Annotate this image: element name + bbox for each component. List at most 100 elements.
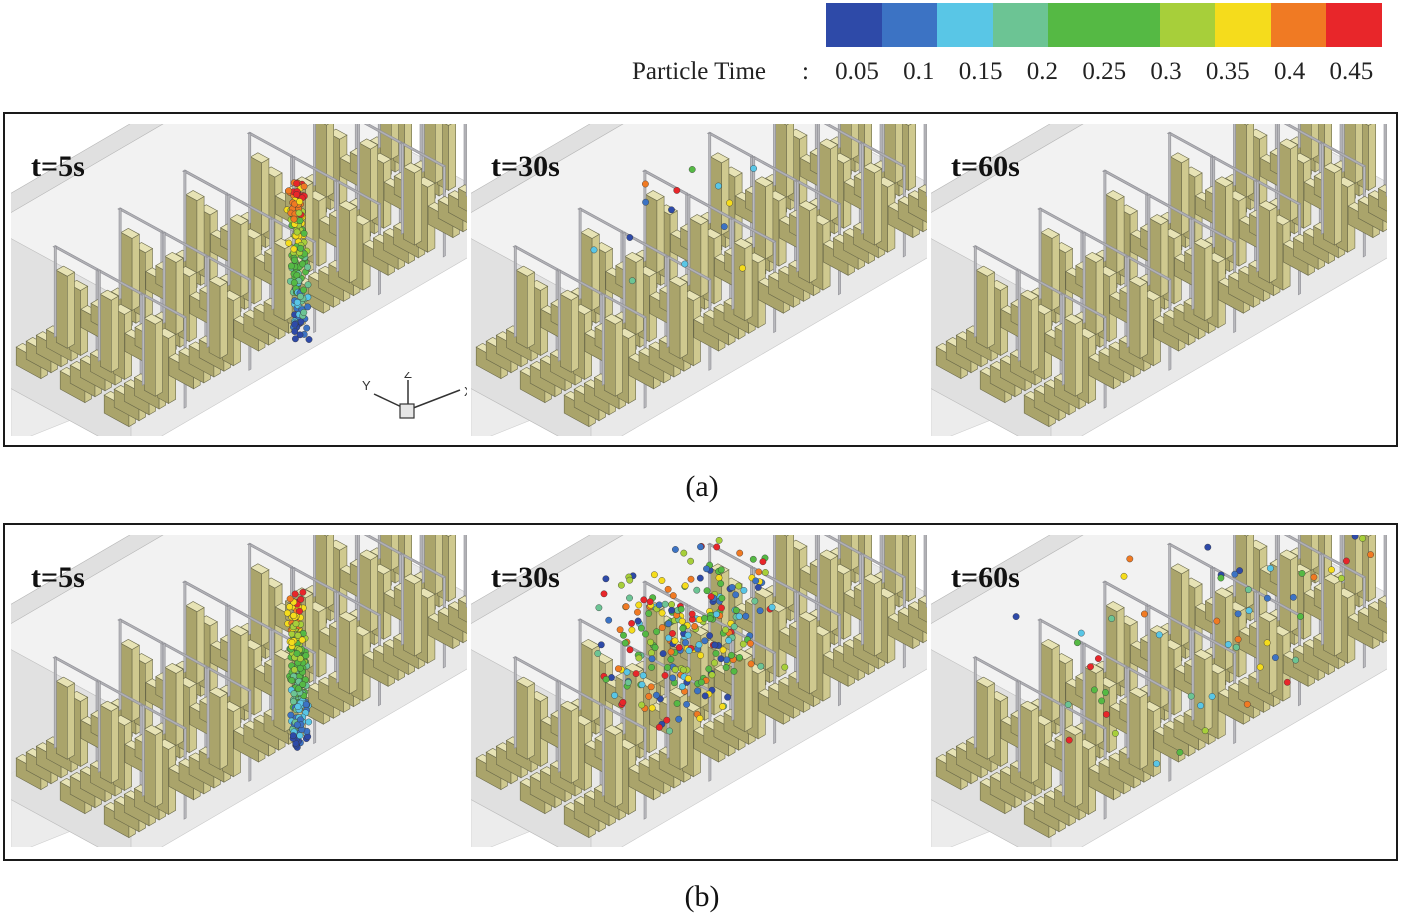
particle (1256, 663, 1264, 671)
particle (726, 199, 733, 207)
particle (1094, 655, 1102, 663)
particle (742, 612, 750, 620)
particle (304, 303, 312, 311)
colorbar-segment (826, 3, 882, 47)
particle (642, 198, 650, 206)
particle (701, 692, 709, 700)
particle (1201, 727, 1209, 735)
particle (296, 198, 303, 206)
particle (1263, 594, 1271, 602)
particle (1090, 686, 1098, 694)
particle (757, 662, 765, 670)
particle (291, 328, 299, 335)
particle (728, 584, 736, 591)
particle (1197, 702, 1204, 710)
particle (286, 603, 293, 611)
particle (293, 228, 301, 236)
particle (680, 549, 688, 557)
particle (293, 298, 301, 306)
colorbar-segment (1159, 3, 1216, 47)
particle (665, 620, 672, 628)
particle (736, 549, 744, 557)
particle (298, 636, 306, 644)
colorbar-tick-label: 0.3 (1150, 58, 1182, 85)
particle (1120, 572, 1128, 580)
particle (304, 263, 311, 271)
particle (718, 594, 726, 602)
particle (1176, 748, 1184, 756)
particle (667, 648, 675, 656)
particle (647, 683, 655, 691)
time-label: t=60s (951, 150, 1020, 183)
particle (1234, 610, 1242, 618)
time-label: t=5s (31, 150, 85, 183)
particle (695, 641, 703, 649)
particle (291, 590, 299, 598)
particle (1367, 551, 1374, 558)
particle (590, 246, 598, 254)
particle (1243, 700, 1251, 708)
particle (719, 646, 727, 654)
particle (299, 260, 306, 268)
time-label: t=5s (31, 561, 85, 594)
particle (688, 610, 696, 618)
particle (1232, 643, 1240, 651)
frame-b-3: t=60s (931, 535, 1387, 847)
particle (297, 293, 304, 300)
particle (302, 701, 310, 708)
particle (297, 318, 305, 326)
particle (663, 716, 671, 724)
particle (653, 628, 661, 636)
particle (701, 637, 709, 645)
particle (1073, 639, 1081, 647)
particle (624, 679, 632, 686)
panel-b: t=5s t=30s t=60s (3, 523, 1398, 861)
particle (722, 664, 730, 671)
particle (1187, 692, 1195, 700)
cabin-scene (471, 535, 927, 847)
particle (739, 264, 746, 272)
particle (751, 597, 759, 605)
particle (288, 676, 296, 684)
particle (285, 239, 293, 247)
particle (707, 593, 715, 600)
particle (682, 639, 689, 647)
particle (685, 647, 693, 655)
particle (287, 262, 295, 270)
particle (640, 596, 648, 604)
particle (701, 614, 708, 622)
particle (706, 632, 714, 640)
particle (655, 723, 663, 731)
particle (679, 625, 687, 632)
particle (650, 571, 658, 579)
particle (747, 660, 755, 668)
particle (1065, 736, 1073, 744)
particle (642, 630, 649, 638)
particle (655, 601, 663, 609)
axis-z-label: Z (404, 372, 412, 381)
particle (648, 663, 656, 671)
particle (1204, 543, 1212, 551)
particle (646, 598, 654, 606)
particle (754, 584, 762, 591)
particle (648, 704, 656, 712)
particle (720, 223, 728, 231)
axis-triad: Z Y X (362, 372, 467, 419)
particle (735, 612, 743, 620)
time-label: t=60s (951, 561, 1020, 594)
particle (1064, 701, 1072, 709)
particle (1292, 656, 1299, 664)
particle (752, 577, 760, 585)
particle (713, 610, 720, 618)
cabin-scene (471, 124, 927, 436)
particle (1111, 729, 1119, 737)
frame-b-1: t=5s (11, 535, 467, 847)
particle (639, 672, 647, 679)
colorbar (826, 3, 1382, 47)
particle (693, 586, 701, 594)
particle (735, 582, 742, 590)
particle (628, 277, 636, 285)
particle (295, 685, 302, 693)
particle (291, 320, 299, 328)
particle (730, 667, 738, 675)
